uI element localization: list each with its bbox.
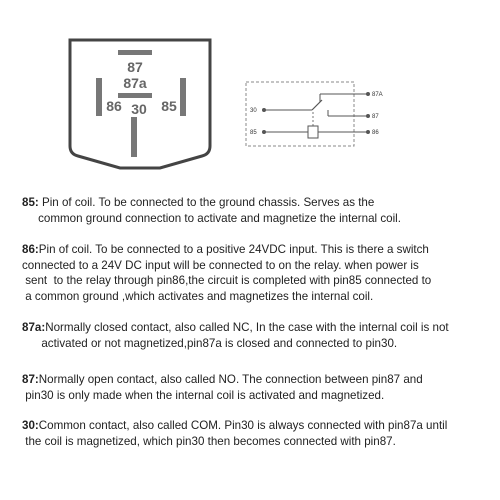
terminal-30: [262, 108, 266, 112]
pin-87a-desc-label: 87a:: [22, 321, 46, 334]
pin-87-label: 87: [127, 59, 143, 75]
terminal-87: [366, 114, 370, 118]
pin-30-desc-label: 30:: [22, 419, 39, 432]
pin-87a-terminal: [118, 93, 152, 98]
pin-87a-desc-text: Normally closed contact, also called NC,…: [41, 321, 449, 350]
schem-30-label: 30: [250, 108, 257, 114]
pin-85-terminal: [180, 78, 186, 116]
relay-diagram: 87 87a 86 30 85: [68, 38, 212, 170]
pin-30-label: 30: [131, 101, 147, 117]
coil: [307, 125, 319, 139]
schem-85-label: 85: [250, 130, 257, 136]
pin-86-desc-label: 86:: [22, 243, 39, 256]
pin-87-terminal: [118, 50, 152, 55]
pin-30-terminal: [131, 117, 137, 157]
terminal-86: [366, 130, 370, 134]
terminal-85: [262, 130, 266, 134]
pin-86-terminal: [96, 78, 102, 116]
pin-86-label: 86: [106, 98, 122, 114]
pin-87-desc-label: 87:: [22, 373, 39, 386]
pin-87a-description: 87a:Normally closed contact, also called…: [22, 320, 484, 351]
pin-87a-label: 87a: [123, 75, 147, 91]
pin-30-description: 30:Common contact, also called COM. Pin3…: [22, 418, 484, 449]
schem-87-label: 87: [372, 114, 379, 120]
pin-85-label: 85: [161, 98, 177, 114]
pin-85-desc-label: 85:: [22, 196, 39, 209]
schematic-frame: [245, 81, 355, 147]
pin-85-description: 85: Pin of coil. To be connected to the …: [22, 195, 484, 226]
schem-86-label: 86: [372, 130, 379, 136]
pin-87-desc-text: Normally open contact, also called NO. T…: [25, 373, 423, 402]
terminal-87a: [366, 92, 370, 96]
pin-85-desc-text: Pin of coil. To be connected to the grou…: [38, 196, 401, 225]
relay-body: [68, 38, 212, 170]
relay-schematic: 87A 87 30 85 86: [245, 81, 383, 147]
pin-30-desc-text: Common contact, also called COM. Pin30 i…: [25, 419, 448, 448]
schem-87a-label: 87A: [372, 92, 383, 98]
pin-86-desc-text: Pin of coil. To be connected to a positi…: [22, 243, 432, 303]
switch-arm: [311, 99, 323, 111]
pin-87-description: 87:Normally open contact, also called NO…: [22, 372, 484, 403]
pin-86-description: 86:Pin of coil. To be connected to a pos…: [22, 242, 484, 304]
